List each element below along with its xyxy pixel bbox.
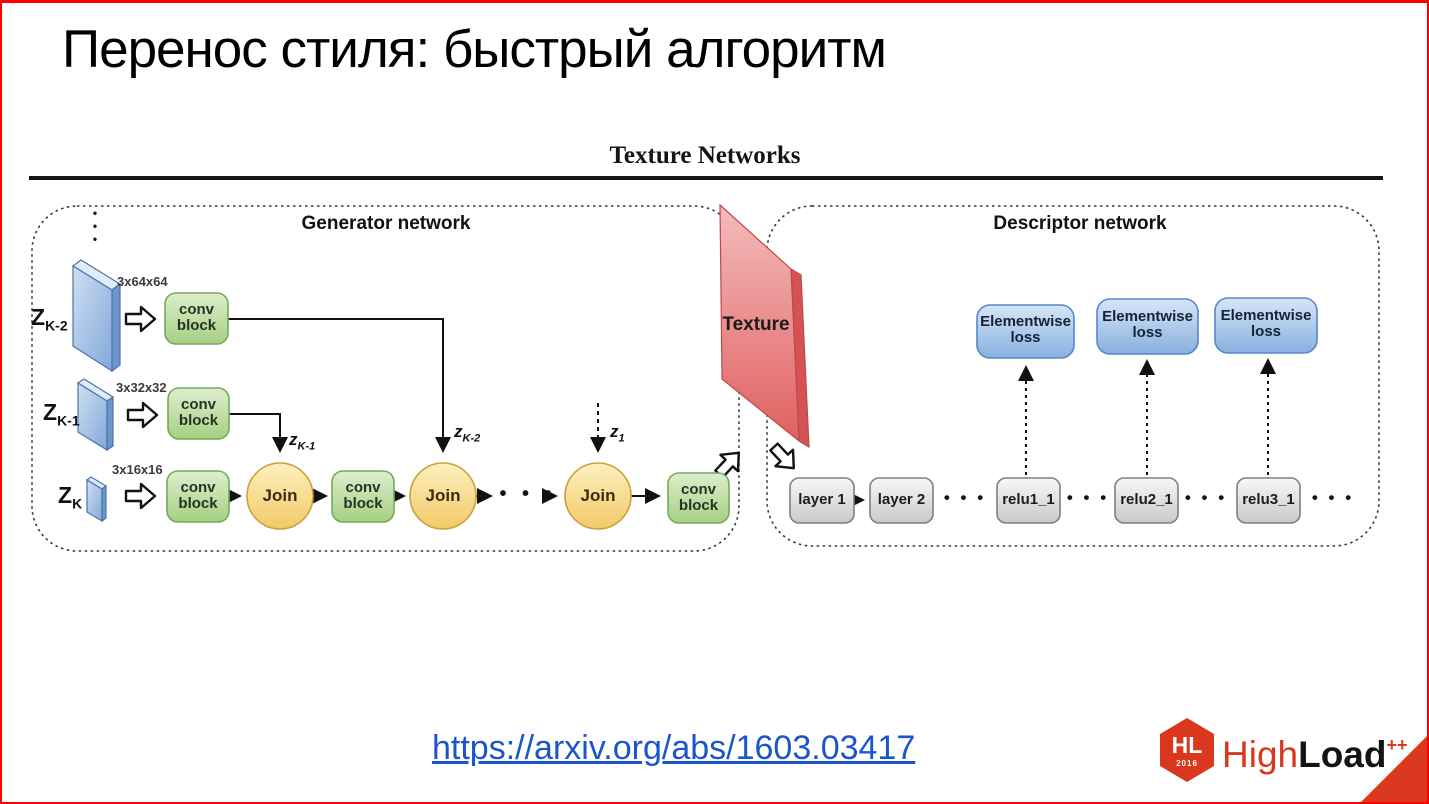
logo-hex-initials: HL (1171, 732, 1203, 758)
logo-hex-year: 2016 (1176, 759, 1198, 768)
edge-zk1-base: z (289, 430, 298, 449)
size-label-3x32x32: 3x32x32 (116, 380, 167, 395)
layer-box-3: relu1_1 (1002, 491, 1055, 508)
conv-block-shape-3 (166, 470, 230, 523)
loss-box-shape-3 (1214, 297, 1318, 354)
layer-box-5: relu3_1 (1242, 491, 1295, 508)
descriptor-ellipsis-3: • • • (1184, 488, 1228, 507)
hl-hexagon (1160, 718, 1214, 782)
loss-box-shape-1 (976, 304, 1075, 359)
zk1-base: Z (43, 399, 58, 425)
size-label-3x64x64: 3x64x64 (117, 274, 168, 289)
join-shape-1 (246, 462, 314, 530)
texture-label: Texture (722, 314, 790, 335)
join-3: Join (580, 486, 616, 505)
hollow-arrow-right-3 (124, 482, 157, 510)
join-shape-2 (409, 462, 477, 530)
edge-zk2-base: z (454, 422, 463, 441)
join-shape-3 (564, 462, 632, 530)
figure-heading: Texture Networks (609, 142, 801, 169)
logo-word-load: Load (1298, 734, 1387, 775)
layer-box-shape-1 (789, 477, 855, 524)
conv-block-shape-1 (164, 292, 229, 345)
join-1: Join (262, 486, 298, 505)
loss-box-shape-2 (1096, 298, 1199, 355)
conv-block-3: conv block (178, 479, 218, 513)
layer-box-shapes (789, 477, 1301, 524)
generator-box-border (31, 205, 740, 552)
edge-z1-sub: 1 (618, 432, 625, 445)
descriptor-ellipsis-2: • • • (1066, 488, 1110, 507)
join-2: Join (425, 486, 461, 505)
zk1-sub: K-1 (57, 412, 80, 429)
layer-box-shape-2 (869, 477, 934, 524)
conv-block-shape-4 (331, 470, 395, 523)
zk-sub: K (72, 495, 83, 512)
divider-line (29, 176, 1383, 180)
highload-logo-wordmark: HighLoad++ (1222, 734, 1408, 776)
layer-box-shape-5 (1236, 477, 1301, 524)
noise-slab-zk (85, 476, 108, 523)
layer-box-2: layer 2 (877, 491, 926, 508)
edge-label-z1: z1 (610, 422, 625, 444)
solid-connectors (226, 318, 865, 508)
hollow-arrow-right-1 (124, 305, 157, 333)
descriptor-network-label: Descriptor network (993, 213, 1167, 234)
conv-block-5: conv block (678, 481, 719, 515)
edge-label-zk2: zK-2 (454, 422, 480, 444)
loss-box-shapes (976, 297, 1318, 359)
layer-box-4: relu2_1 (1120, 491, 1173, 508)
conv-block-2: conv block (178, 396, 219, 430)
layer-box-shape-4 (1114, 477, 1179, 524)
zk2-sub: K-2 (45, 317, 68, 334)
hollow-arrow-right-2 (126, 401, 159, 429)
vertical-ellipsis: • • • (92, 206, 98, 246)
logo-plusplus: ++ (1386, 735, 1408, 755)
edge-z1-base: z (610, 422, 619, 441)
descriptor-ellipsis-1: • • • (943, 488, 987, 507)
generator-ellipsis: • • • (499, 483, 557, 505)
conv-block-shape-5 (667, 472, 730, 524)
edge-label-zk1: zK-1 (289, 430, 315, 452)
arxiv-link[interactable]: https://arxiv.org/abs/1603.03417 (432, 729, 916, 767)
edge-zk2-sub: K-2 (462, 432, 481, 445)
elementwise-loss-3: Elementwise loss (1220, 307, 1312, 341)
texture-slab (719, 203, 810, 449)
zk-base: Z (58, 482, 73, 508)
hollow-arrow-to-descriptor (769, 442, 795, 470)
corner-triangle (1361, 736, 1427, 802)
conv-block-4: conv block (343, 479, 383, 513)
descriptor-ellipsis-4: • • • (1311, 488, 1355, 507)
input-label-zk2: ZK-2 (31, 304, 68, 334)
hollow-arrows (124, 305, 795, 510)
edge-zk1-sub: K-1 (297, 440, 316, 453)
input-label-zk: ZK (58, 482, 82, 512)
noise-slab-zk1 (76, 378, 115, 452)
elementwise-loss-1: Elementwise loss (980, 313, 1071, 347)
conv-block-shape-2 (167, 387, 230, 440)
conv-block-shapes (164, 292, 730, 524)
input-label-zk1: ZK-1 (43, 399, 80, 429)
zk2-base: Z (31, 304, 46, 330)
dashed-connectors (476, 358, 1276, 504)
conv-block-1: conv block (176, 301, 217, 335)
slide-title: Перенос стиля: быстрый алгоритм (62, 20, 887, 79)
noise-slab-zk2 (71, 259, 122, 373)
elementwise-loss-2: Elementwise loss (1102, 308, 1193, 342)
layer-box-1: layer 1 (798, 491, 846, 508)
join-shapes (246, 462, 632, 530)
generator-network-label: Generator network (301, 213, 471, 234)
logo-word-high: High (1222, 734, 1299, 775)
layer-box-shape-3 (996, 477, 1061, 524)
size-label-3x16x16: 3x16x16 (112, 462, 163, 477)
diagram-canvas (29, 176, 1427, 802)
